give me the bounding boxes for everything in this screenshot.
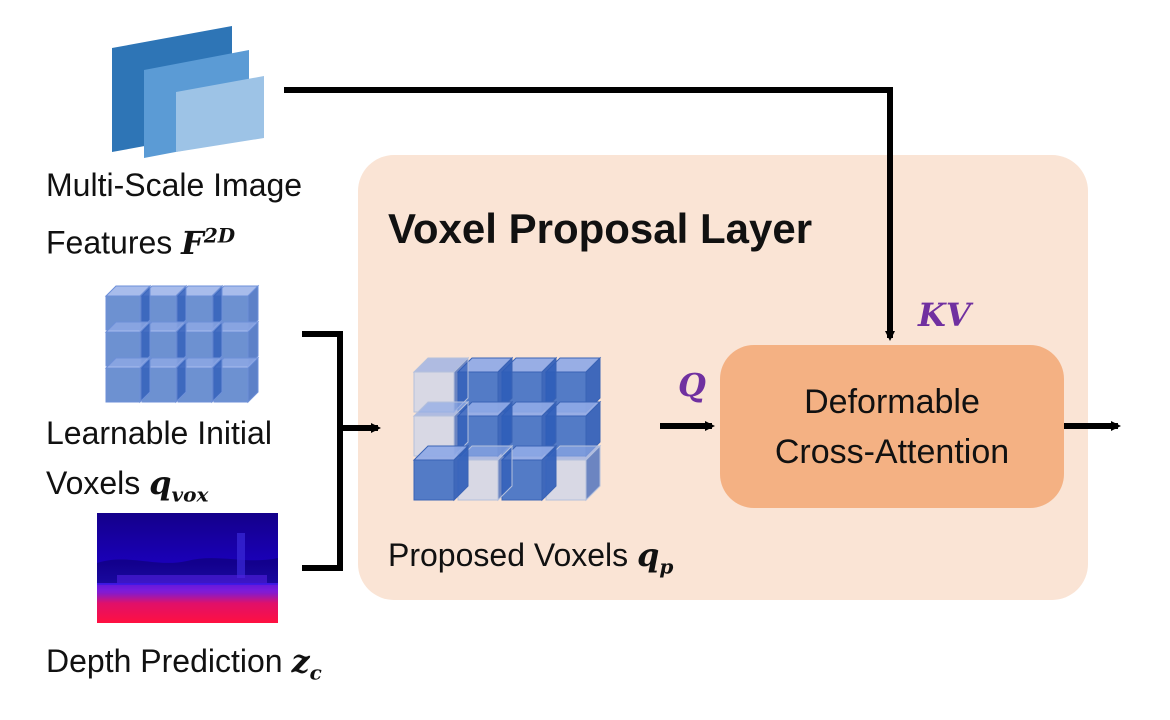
initial-voxels-label: Learnable Initial Voxels qvox <box>46 408 272 519</box>
feature-maps-icon <box>112 26 264 158</box>
proposed-voxels-label: Proposed Voxels qp <box>388 536 674 579</box>
feature-symbol: F2D <box>181 223 236 262</box>
initial-voxels-line1: Learnable Initial <box>46 415 272 451</box>
image-features-label: Multi-Scale Image Features F2D <box>46 160 302 268</box>
image-features-line1: Multi-Scale Image <box>46 167 303 203</box>
merge-bracket <box>302 331 343 571</box>
voxel-query-symbol: qvox <box>149 464 209 507</box>
deformable-cross-attention-block: Deformable Cross-Attention <box>720 345 1064 508</box>
attention-line1: Deformable <box>804 382 980 421</box>
kv-symbol: KV <box>918 296 971 334</box>
depth-prediction-label: Depth Prediction zc <box>46 642 322 685</box>
image-features-line2: Features <box>46 224 182 261</box>
voxel-cube <box>413 459 455 501</box>
proposed-voxels-symbol: qp <box>637 536 674 579</box>
kv-arrow <box>284 87 895 341</box>
proposed-voxel-grid-icon <box>412 356 602 502</box>
voxel-cube <box>105 367 141 403</box>
voxel-grid-icon <box>104 284 260 404</box>
initial-voxels-line2: Voxels <box>46 465 150 501</box>
panel-title: Voxel Proposal Layer <box>388 205 813 252</box>
query-symbol: Q <box>678 366 706 404</box>
attention-line2: Cross-Attention <box>774 432 1010 471</box>
depth-map-image <box>97 513 278 623</box>
depth-symbol: zc <box>291 642 322 685</box>
